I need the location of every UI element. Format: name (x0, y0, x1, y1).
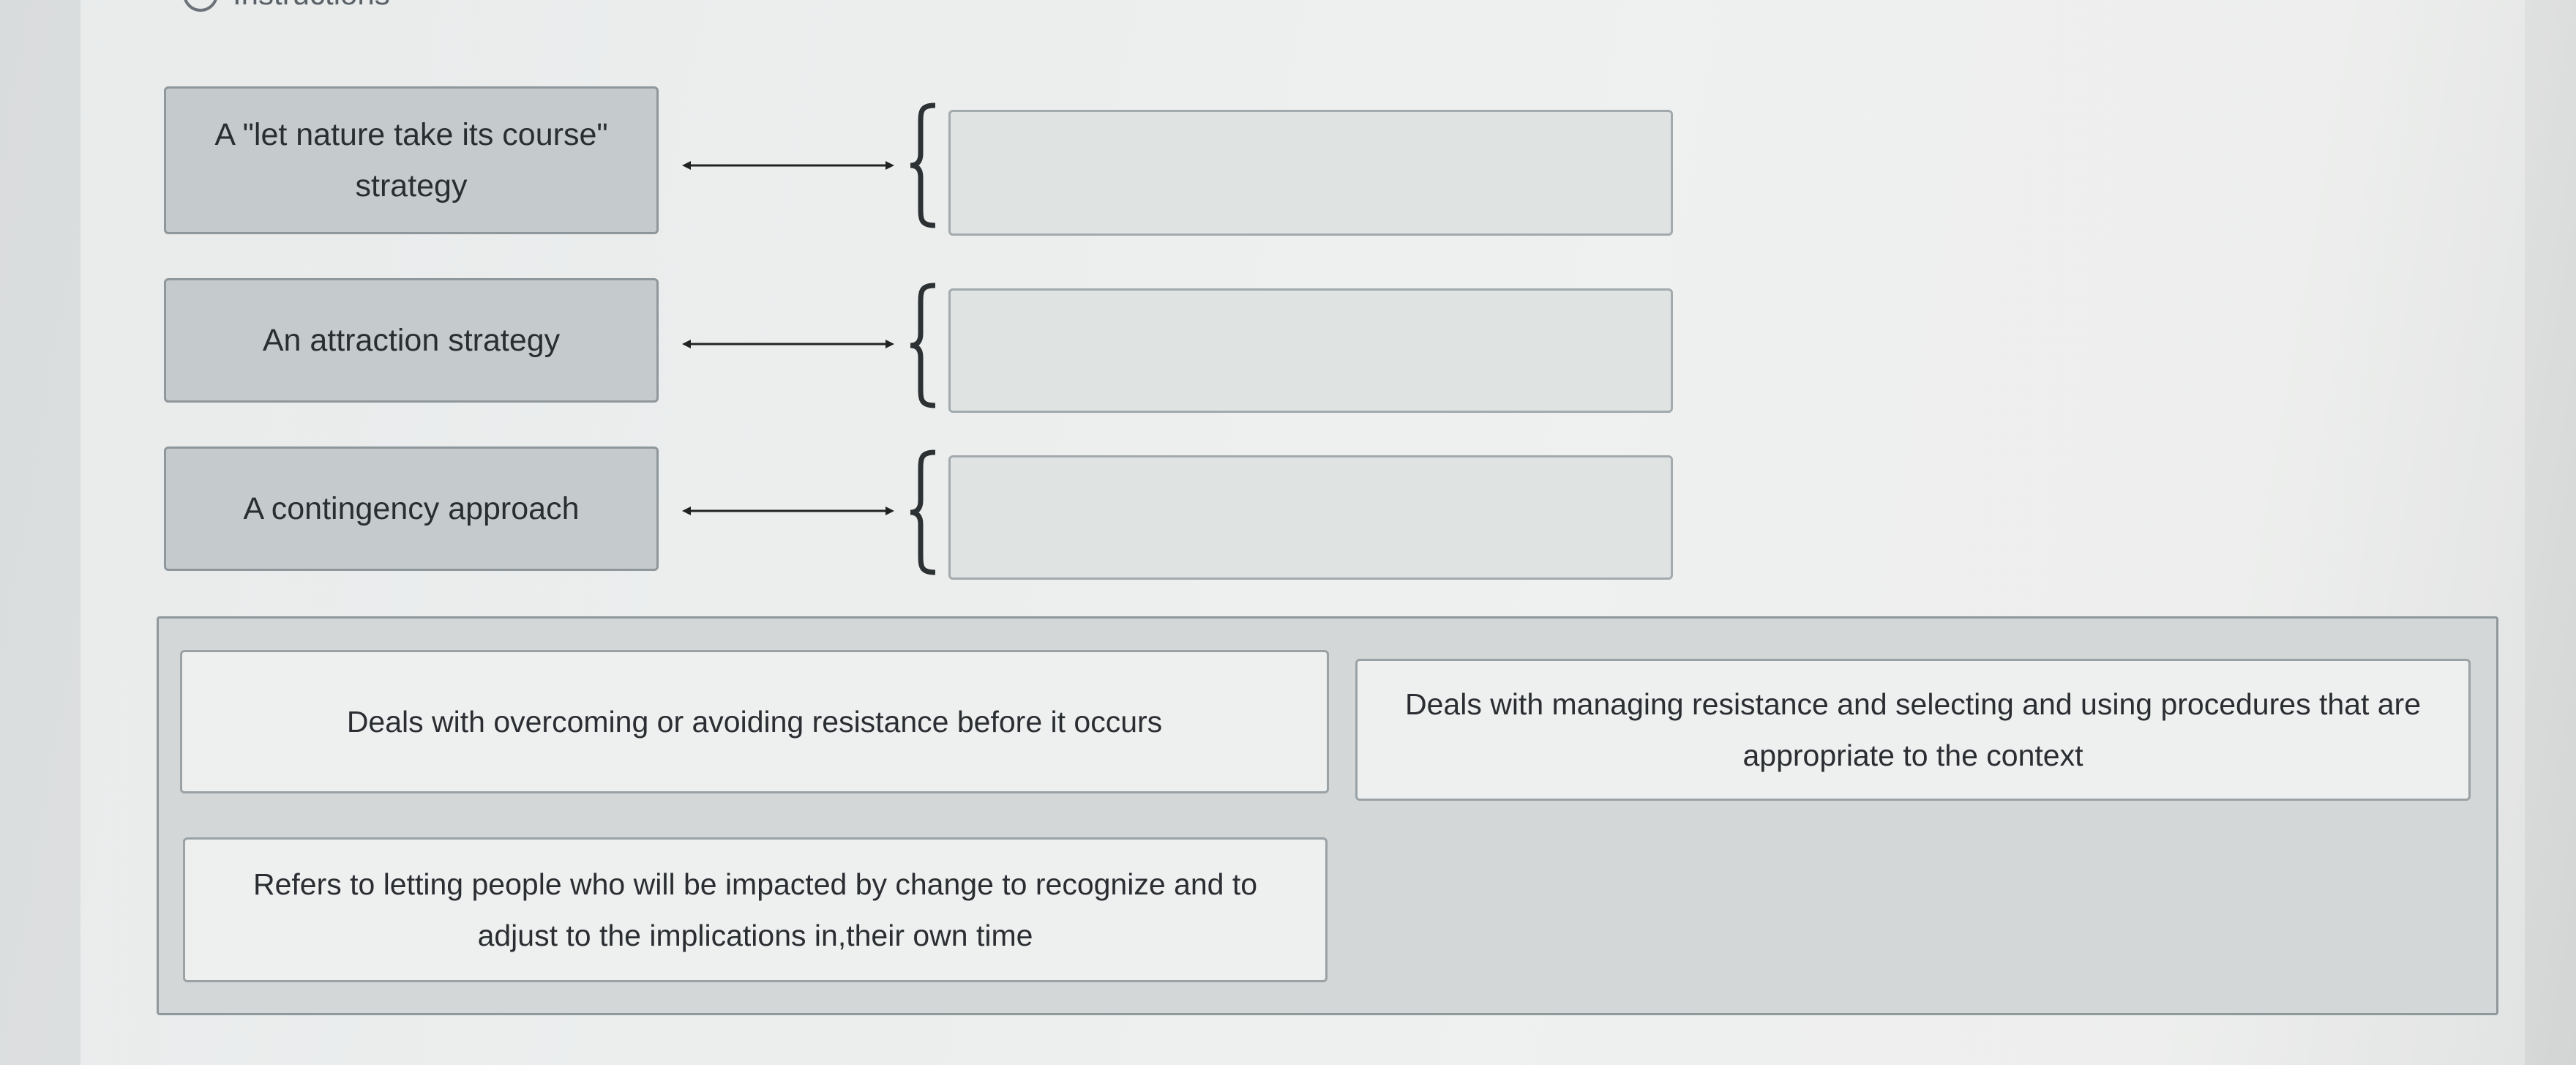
term-contingency: A contingency approach (164, 446, 659, 571)
double-arrow-icon (682, 504, 894, 518)
instructions-label: Instructions (233, 0, 390, 12)
brace-icon (906, 283, 943, 408)
double-arrow-icon (682, 158, 894, 173)
term-attraction: An attraction strategy (164, 278, 659, 403)
dropzone-3[interactable] (948, 455, 1673, 580)
choice-overcoming-resistance[interactable]: Deals with overcoming or avoiding resist… (180, 650, 1329, 793)
double-arrow-icon (682, 337, 894, 351)
term-label: A "let nature take its course" strategy (214, 117, 608, 203)
term-label: An attraction strategy (262, 323, 561, 358)
term-label: A contingency approach (243, 491, 580, 526)
choice-label: Deals with overcoming or avoiding resist… (346, 705, 1163, 739)
brace-icon (906, 102, 943, 228)
term-let-nature: A "let nature take its course" strategy (164, 86, 659, 234)
dropzone-2[interactable] (948, 288, 1673, 413)
choice-label: Refers to letting people who will be imp… (252, 867, 1258, 952)
brace-icon (906, 449, 943, 575)
instructions-header[interactable]: Instructions (183, 0, 390, 12)
choice-label: Deals with managing resistance and selec… (1405, 687, 2421, 772)
dropzone-1[interactable] (948, 110, 1673, 236)
choice-managing-resistance[interactable]: Deals with managing resistance and selec… (1355, 659, 2471, 801)
choice-letting-people-adjust[interactable]: Refers to letting people who will be imp… (183, 837, 1328, 982)
